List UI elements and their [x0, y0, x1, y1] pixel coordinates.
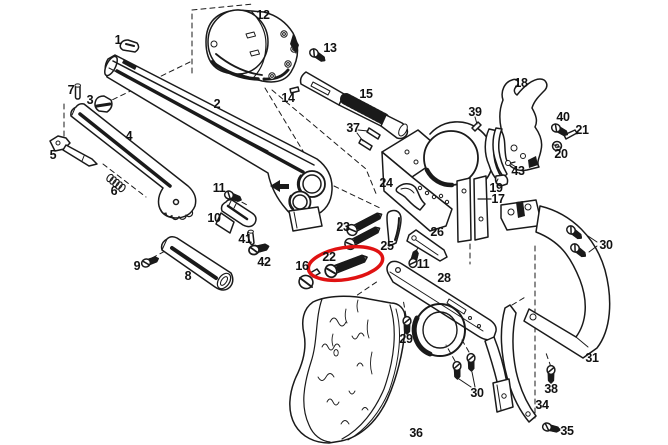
- mainspring: [500, 304, 537, 423]
- wedge-3: [94, 95, 113, 113]
- screw-13: [308, 47, 327, 63]
- trigger: [395, 183, 426, 211]
- hand-and-spring: [484, 127, 516, 187]
- direction-arrow-icon: [270, 180, 289, 192]
- frame: [381, 121, 494, 243]
- latch: [49, 135, 98, 167]
- wood-grain-texture: [317, 299, 373, 425]
- barrel: [104, 54, 333, 232]
- screw-38: [547, 366, 555, 383]
- backstrap: [500, 199, 611, 359]
- bolt: [386, 209, 402, 247]
- cylinder: [205, 9, 299, 83]
- hammer: [499, 78, 548, 172]
- pin-7: [74, 83, 81, 100]
- screw-30-bottom-a: [453, 361, 461, 379]
- screw-9: [141, 255, 160, 268]
- pins-37: [358, 127, 381, 151]
- highlight-ellipse: [306, 244, 385, 283]
- screw-11-lower: [408, 249, 420, 268]
- wedge-1: [119, 39, 140, 53]
- pin-41: [246, 229, 255, 246]
- screw-30-bottom-b: [467, 353, 475, 371]
- arbor-rod: [299, 71, 409, 140]
- trigger-guard: [386, 260, 514, 413]
- nut-20: [551, 140, 563, 152]
- screw-16: [298, 268, 321, 290]
- flat-spring-26: [406, 229, 448, 262]
- pin-14: [289, 86, 300, 94]
- grip: [289, 295, 406, 444]
- latch-spring: [106, 173, 126, 193]
- tube-8: [160, 235, 234, 291]
- leader-lines: [356, 116, 598, 430]
- screw-29: [403, 317, 411, 334]
- plunger-10: [215, 199, 257, 234]
- pin-39: [471, 121, 482, 132]
- loading-lever: [70, 103, 197, 221]
